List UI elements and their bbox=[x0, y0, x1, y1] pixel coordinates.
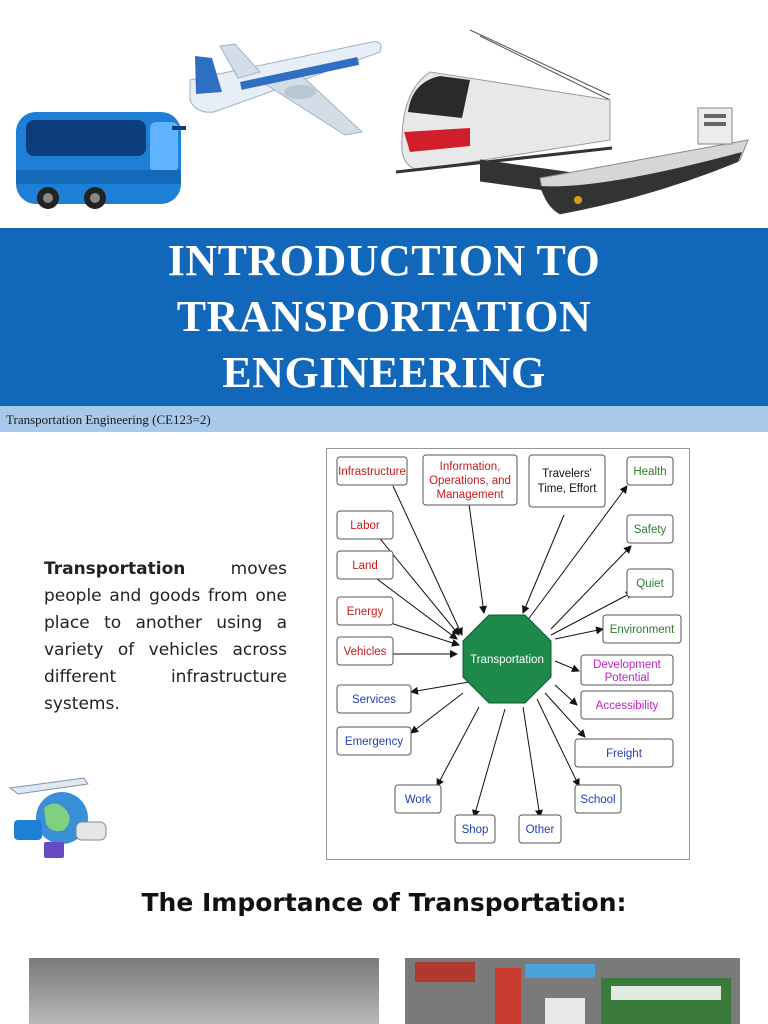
node-labor: Labor bbox=[350, 520, 380, 532]
node-environment: Environment bbox=[610, 624, 675, 636]
ship-image bbox=[539, 107, 749, 215]
gray-photo bbox=[29, 958, 379, 1024]
center-label: Transportation bbox=[470, 654, 544, 666]
node-services: Services bbox=[352, 694, 396, 706]
node-health: Health bbox=[633, 466, 666, 478]
intro-paragraph: Transportation moves people and goods fr… bbox=[44, 556, 287, 718]
transportation-octagon bbox=[462, 614, 552, 704]
street-traffic-photo bbox=[405, 958, 740, 1024]
node-development-1: Development bbox=[593, 659, 662, 671]
intro-text: moves people and goods from one place to… bbox=[44, 559, 287, 714]
node-information-2: Operations, and bbox=[429, 475, 511, 487]
node-other: Other bbox=[526, 824, 555, 836]
node-travelers-1: Travelers' bbox=[542, 468, 592, 480]
node-infrastructure: Infrastructure bbox=[338, 466, 406, 478]
node-safety: Safety bbox=[634, 524, 667, 536]
title-banner: INTRODUCTION TO TRANSPORTATION ENGINEERI… bbox=[0, 228, 768, 406]
intro-bold-term: Transportation bbox=[44, 559, 186, 579]
globe-travel-image bbox=[4, 768, 112, 864]
importance-heading: The Importance of Transportation: bbox=[141, 888, 627, 917]
transportation-impact-diagram: Transportation Infrastructure I bbox=[326, 448, 690, 860]
node-vehicles: Vehicles bbox=[344, 646, 387, 658]
bus-image bbox=[16, 112, 186, 209]
node-school: School bbox=[580, 794, 615, 806]
node-accessibility: Accessibility bbox=[596, 700, 659, 712]
title-line-3: ENGINEERING bbox=[222, 348, 546, 397]
node-information-1: Information, bbox=[440, 461, 501, 473]
node-emergency: Emergency bbox=[345, 736, 403, 748]
node-development-2: Potential bbox=[605, 672, 650, 684]
node-travelers-2: Time, Effort bbox=[538, 483, 598, 495]
node-information-3: Management bbox=[436, 489, 504, 501]
node-energy: Energy bbox=[347, 606, 384, 618]
airplane-image bbox=[189, 41, 382, 136]
node-freight: Freight bbox=[606, 748, 643, 760]
course-label: Transportation Engineering (CE123=2) bbox=[6, 412, 211, 427]
course-bar: Transportation Engineering (CE123=2) bbox=[0, 406, 768, 432]
hero-vehicles-image bbox=[0, 0, 768, 228]
title-line-1: INTRODUCTION TO bbox=[167, 236, 601, 285]
node-quiet: Quiet bbox=[636, 578, 664, 590]
title-line-2: TRANSPORTATION bbox=[176, 292, 592, 341]
node-shop: Shop bbox=[462, 824, 489, 836]
node-land: Land bbox=[352, 560, 378, 572]
node-work: Work bbox=[405, 794, 432, 806]
